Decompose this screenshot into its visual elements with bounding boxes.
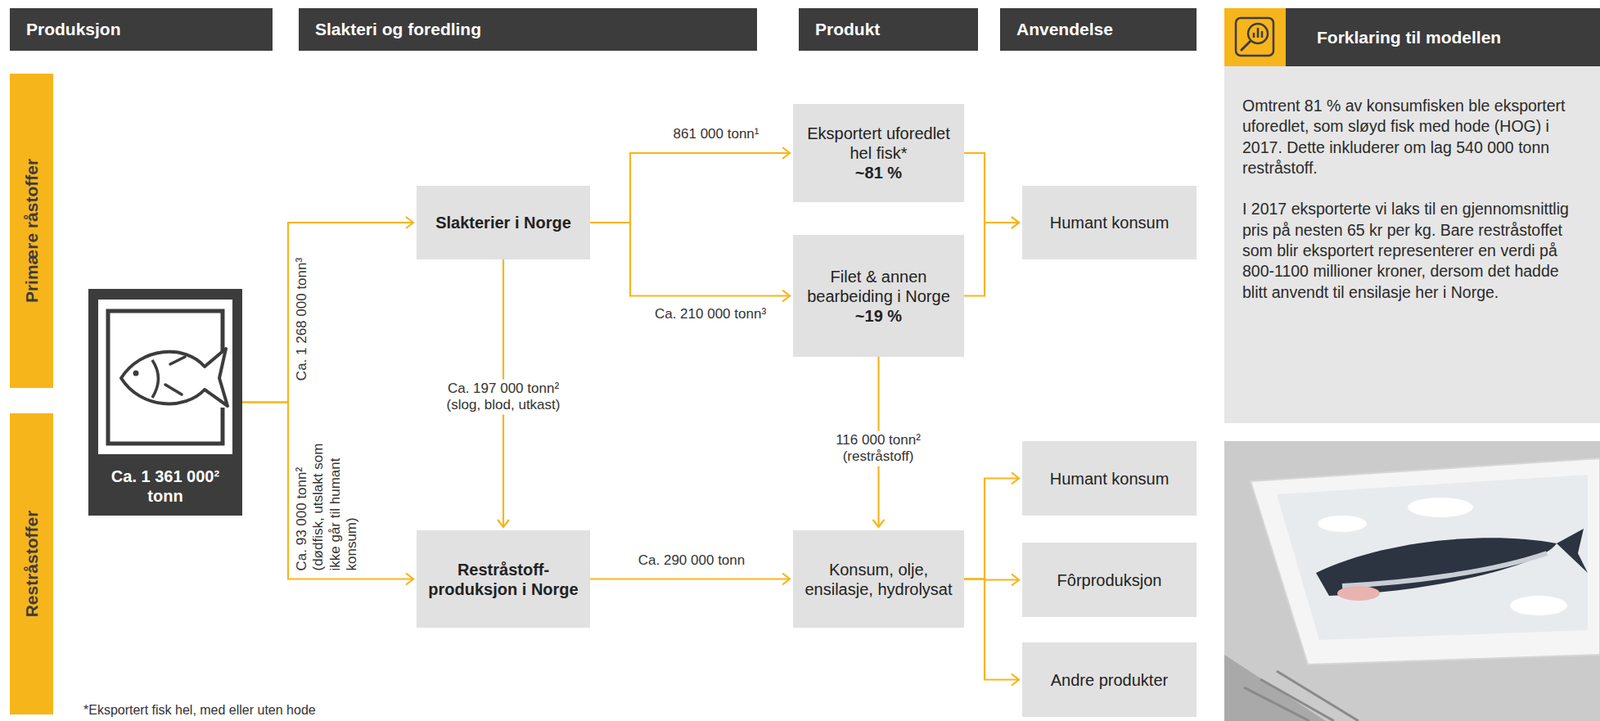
metal-rack — [1243, 671, 1359, 721]
magnifier-handle — [1241, 40, 1251, 50]
chart-bars — [1253, 27, 1262, 38]
flow-arrow — [242, 222, 414, 403]
flow-label: 861 000 tonn¹ — [671, 125, 762, 144]
footnote: *Eksportert fisk hel, med eller uten hod… — [83, 703, 316, 718]
node-text: Konsum, olje, ensilasje, hydrolysat — [802, 559, 955, 600]
flow-label: 116 000 tonn² (restråstoff) — [822, 431, 934, 467]
flow-arrow — [964, 222, 1019, 297]
node-text: Primære råstoffer — [22, 158, 42, 303]
column-header: Slakteri og foredling — [298, 8, 758, 51]
ice — [1407, 497, 1474, 518]
fish-fins — [165, 356, 185, 395]
ice — [1317, 515, 1367, 532]
use-box: Andre produkter — [1022, 642, 1197, 717]
column-header: Produkt — [798, 8, 979, 51]
flow-label: Ca. 1 268 000 tonn³ — [292, 255, 311, 384]
flow-arrow — [590, 577, 790, 580]
flow-arrow — [964, 153, 1019, 223]
node-text: Andre produkter — [1050, 670, 1168, 690]
node-text: Slakteri og foredling — [315, 18, 482, 40]
icon-panel — [98, 299, 233, 455]
node-text: Slakterier i Norge — [435, 212, 572, 233]
node-text: ~19 % — [855, 306, 902, 326]
flow-arrow — [964, 579, 1019, 681]
salmon-tail — [1556, 528, 1588, 573]
salmon-photo — [1224, 441, 1600, 721]
column-header: Produksjon — [9, 8, 273, 51]
node-text: Humant konsum — [1050, 212, 1170, 233]
node-text: Fôrproduksjon — [1057, 570, 1163, 591]
node-text: Ca. 1 361 000² tonn — [94, 466, 236, 506]
product-box: Filet & annen bearbeiding i Norge~19 % — [793, 234, 965, 357]
node-text: Eksportert uforedlet hel fisk* — [802, 123, 955, 163]
fish-outline — [121, 348, 228, 406]
node-text: Restråstoff-produksjon i Norge — [426, 559, 581, 600]
process-box: Restråstoff-produksjon i Norge — [416, 530, 591, 628]
fish-gill — [152, 360, 159, 398]
salmon-cut — [1337, 585, 1380, 601]
node-text: I 2017 eksporterte vi laks til en gjenno… — [1242, 198, 1582, 303]
node-text: Filet & annen bearbeiding i Norge — [802, 266, 955, 307]
process-box: Slakterier i Norge — [416, 185, 591, 260]
info-icon — [1224, 8, 1286, 67]
use-box: Humant konsum — [1022, 185, 1197, 260]
use-box: Fôrproduksjon — [1022, 542, 1197, 618]
icon-ground — [88, 288, 243, 516]
flow-arrow — [590, 153, 790, 223]
flow-label: Ca. 93 000 tonn² (dødfisk, utslakt som i… — [292, 417, 362, 574]
node-text: Restråstoffer — [22, 510, 42, 618]
node-text: Omtrent 81 % av konsumfisken ble eksport… — [1242, 95, 1582, 179]
styrofoam-box — [1250, 458, 1600, 665]
icon-ground — [1224, 8, 1286, 67]
node-text: Produksjon — [26, 18, 122, 40]
icon-frame — [1235, 18, 1274, 56]
flow-arrow — [242, 402, 414, 580]
info-panel: Omtrent 81 % av konsumfisken ble eksport… — [1224, 66, 1600, 424]
ice — [1509, 595, 1568, 616]
flow-label: Ca. 210 000 tonn³ — [652, 305, 769, 324]
fish-icon — [88, 288, 243, 516]
salmon-belly — [1342, 553, 1547, 586]
node-text: Humant konsum — [1050, 468, 1170, 489]
category-band: Restråstoffer — [9, 413, 54, 715]
flow-arrow — [590, 222, 790, 297]
flow-label: Ca. 290 000 tonn — [635, 551, 748, 570]
node-text: Anvendelse — [1016, 18, 1114, 40]
photo-ground — [1224, 441, 1600, 721]
node-text: Forklaring til modellen — [1316, 27, 1501, 48]
panel-header: Forklaring til modellen — [1285, 8, 1600, 67]
category-band: Primære råstoffer — [9, 73, 54, 388]
box-cavity — [1276, 474, 1588, 640]
source-box: Ca. 1 361 000² tonn — [88, 288, 243, 516]
product-box: Konsum, olje, ensilasje, hydrolysat — [793, 530, 965, 628]
product-box: Eksportert uforedlet hel fisk*~81 % — [793, 103, 965, 203]
flow-arrow — [964, 478, 1019, 580]
node-text: Produkt — [815, 18, 880, 40]
flow-label: Ca. 197 000 tonn² (slog, blod, utkast) — [431, 379, 576, 415]
use-box: Humant konsum — [1022, 441, 1197, 516]
column-header: Anvendelse — [1000, 8, 1197, 51]
node-text: ~81 % — [855, 162, 902, 183]
fish-eye — [133, 370, 140, 377]
